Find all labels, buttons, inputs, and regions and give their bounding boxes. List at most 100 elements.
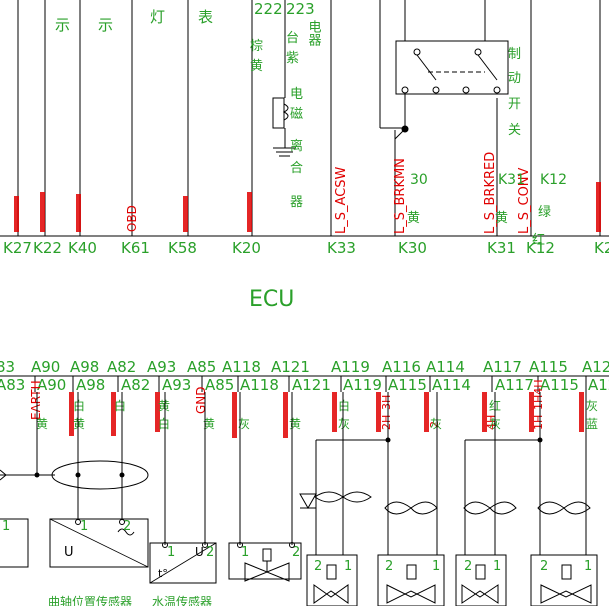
svg-text:A90: A90 xyxy=(37,376,66,394)
svg-text:1: 1 xyxy=(241,545,249,560)
svg-text:关: 关 xyxy=(508,123,521,138)
top-red-labels xyxy=(14,182,601,232)
svg-text:A12: A12 xyxy=(588,376,609,394)
svg-text:磁: 磁 xyxy=(290,107,303,122)
svg-text:A98: A98 xyxy=(76,376,105,394)
svg-text:2: 2 xyxy=(540,559,548,574)
top-cut-text-3: 灯 xyxy=(150,8,165,26)
svg-text:2: 2 xyxy=(123,519,131,534)
crank-sensor-caption: 曲轴位置传感器 xyxy=(48,594,132,606)
svg-text:A12: A12 xyxy=(582,358,609,376)
junction-2 xyxy=(537,437,543,443)
top-num-223: 223 xyxy=(286,0,315,18)
svg-text:动: 动 xyxy=(508,71,521,86)
svg-text:制: 制 xyxy=(508,47,521,62)
crank-sensor-box: U 1 2 xyxy=(49,518,149,568)
svg-text:白: 白 xyxy=(338,398,350,413)
svg-text:开: 开 xyxy=(508,97,521,112)
junction-1 xyxy=(385,437,391,443)
clutch-label: 电 磁 离 合 器 xyxy=(290,87,303,210)
bottom-red-labels xyxy=(69,392,584,438)
svg-text:黄: 黄 xyxy=(158,399,170,413)
svg-text:白: 白 xyxy=(73,398,85,413)
signal-conv: L_S_CONV xyxy=(517,167,532,234)
svg-text:白: 白 xyxy=(158,416,170,431)
gnd-label: GND xyxy=(194,386,208,414)
top-color-2: 黄 xyxy=(250,59,263,74)
svg-text:电: 电 xyxy=(290,87,303,102)
svg-text:离: 离 xyxy=(290,138,303,154)
pin-k12: K12 xyxy=(526,239,555,257)
svg-text:1H: 1H xyxy=(532,415,545,430)
clutch-coil xyxy=(272,0,296,157)
top-pin-labels: K27 K22 K40 K61 K58 K20 K33 K30 K31 K12 … xyxy=(3,239,609,257)
temp-sensor-box: t° U 1 2 xyxy=(149,542,217,584)
svg-text:器: 器 xyxy=(290,195,303,210)
pin-k2-partial: K2 xyxy=(594,239,609,257)
svg-text:A119: A119 xyxy=(331,358,370,376)
svg-text:A93: A93 xyxy=(162,376,191,394)
svg-text:蓝: 蓝 xyxy=(586,417,598,431)
idle-valve-box: 1 2 xyxy=(228,542,302,582)
svg-text:A83: A83 xyxy=(0,376,25,394)
svg-text:1: 1 xyxy=(493,559,501,574)
ecu-label: ECU xyxy=(249,287,294,312)
bottom-pin-separators xyxy=(34,376,587,392)
svg-text:黄: 黄 xyxy=(289,417,301,431)
svg-text:黄: 黄 xyxy=(73,417,85,431)
svg-text:A121: A121 xyxy=(271,358,310,376)
top-color-4: 紫 xyxy=(286,51,299,66)
pin-k58: K58 xyxy=(168,239,197,257)
brkred-num: K31 xyxy=(498,172,525,188)
svg-text:灰: 灰 xyxy=(338,417,350,431)
injector-boxes: 2 1 2 1 2 1 2 1 xyxy=(306,554,598,606)
svg-text:1: 1 xyxy=(80,519,88,534)
top-cut-text-1: 示 xyxy=(55,16,70,34)
water-temp-caption: 水温传感器 xyxy=(152,594,212,606)
fan-symbols xyxy=(299,491,591,515)
svg-text:3H: 3H xyxy=(380,395,393,410)
conv-color-1: 绿 xyxy=(538,205,551,220)
svg-text:A116: A116 xyxy=(382,358,421,376)
earth-label: EARTH xyxy=(29,380,43,420)
svg-text:A117: A117 xyxy=(495,376,534,394)
signal-acsw: L_S_ACSW xyxy=(334,167,349,234)
svg-text:U: U xyxy=(195,545,204,559)
brake-switch xyxy=(379,0,509,140)
top-cut-text-2: 示 xyxy=(98,16,113,34)
svg-text:1H4H: 1H4H xyxy=(532,379,545,410)
brkmn-color: 黄 xyxy=(407,211,420,226)
pin-k20: K20 xyxy=(232,239,261,257)
svg-text:A114: A114 xyxy=(432,376,471,394)
obd-label: OBD xyxy=(125,205,139,232)
brkred-color: 黄 xyxy=(495,211,508,226)
svg-text:A82: A82 xyxy=(121,376,150,394)
svg-text:A82: A82 xyxy=(107,358,136,376)
pin-k31: K31 xyxy=(487,239,516,257)
svg-text:2H: 2H xyxy=(380,415,393,430)
bottom-header-pins: 83 A90 A98 A82 A93 A85 A118 A121 A119 A1… xyxy=(0,358,609,376)
left-sensor-box: 1 xyxy=(0,518,29,568)
svg-text:2: 2 xyxy=(292,545,300,560)
pin-k27: K27 xyxy=(3,239,32,257)
svg-text:U: U xyxy=(64,545,74,560)
svg-text:白: 白 xyxy=(114,398,126,413)
svg-text:A85: A85 xyxy=(205,376,234,394)
svg-text:A119: A119 xyxy=(343,376,382,394)
svg-text:A114: A114 xyxy=(426,358,465,376)
pin-k30: K30 xyxy=(398,239,427,257)
signal-brkmn: L_S_BRKMN xyxy=(393,158,408,234)
svg-text:A118: A118 xyxy=(240,376,279,394)
svg-text:83: 83 xyxy=(0,358,15,376)
bottom-inner-pins: A83 A90 A98 A82 A93 A85 A118 A121 A119 A… xyxy=(0,376,609,394)
pin-k61: K61 xyxy=(121,239,150,257)
svg-text:1: 1 xyxy=(432,559,440,574)
svg-text:黄: 黄 xyxy=(36,417,48,431)
top-num-222: 222 xyxy=(254,0,283,18)
shield-ellipse xyxy=(0,460,149,490)
bottom-wire-colors: 黄 白 黄 白 黄 白 黄 灰 白 灰 灰 红 灰 黄 灰 蓝 xyxy=(36,398,598,431)
svg-text:灰: 灰 xyxy=(238,417,250,431)
svg-text:1: 1 xyxy=(2,519,10,534)
svg-text:A90: A90 xyxy=(31,358,60,376)
